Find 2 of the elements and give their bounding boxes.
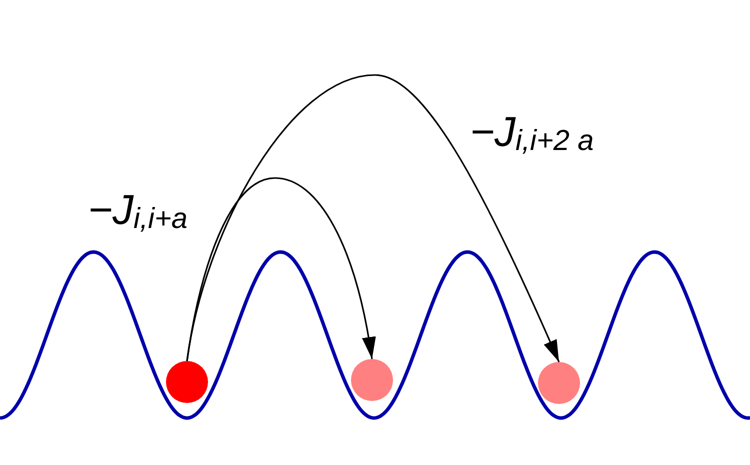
hopping-arrow [186, 74, 560, 362]
hopping-arrow [186, 177, 376, 362]
